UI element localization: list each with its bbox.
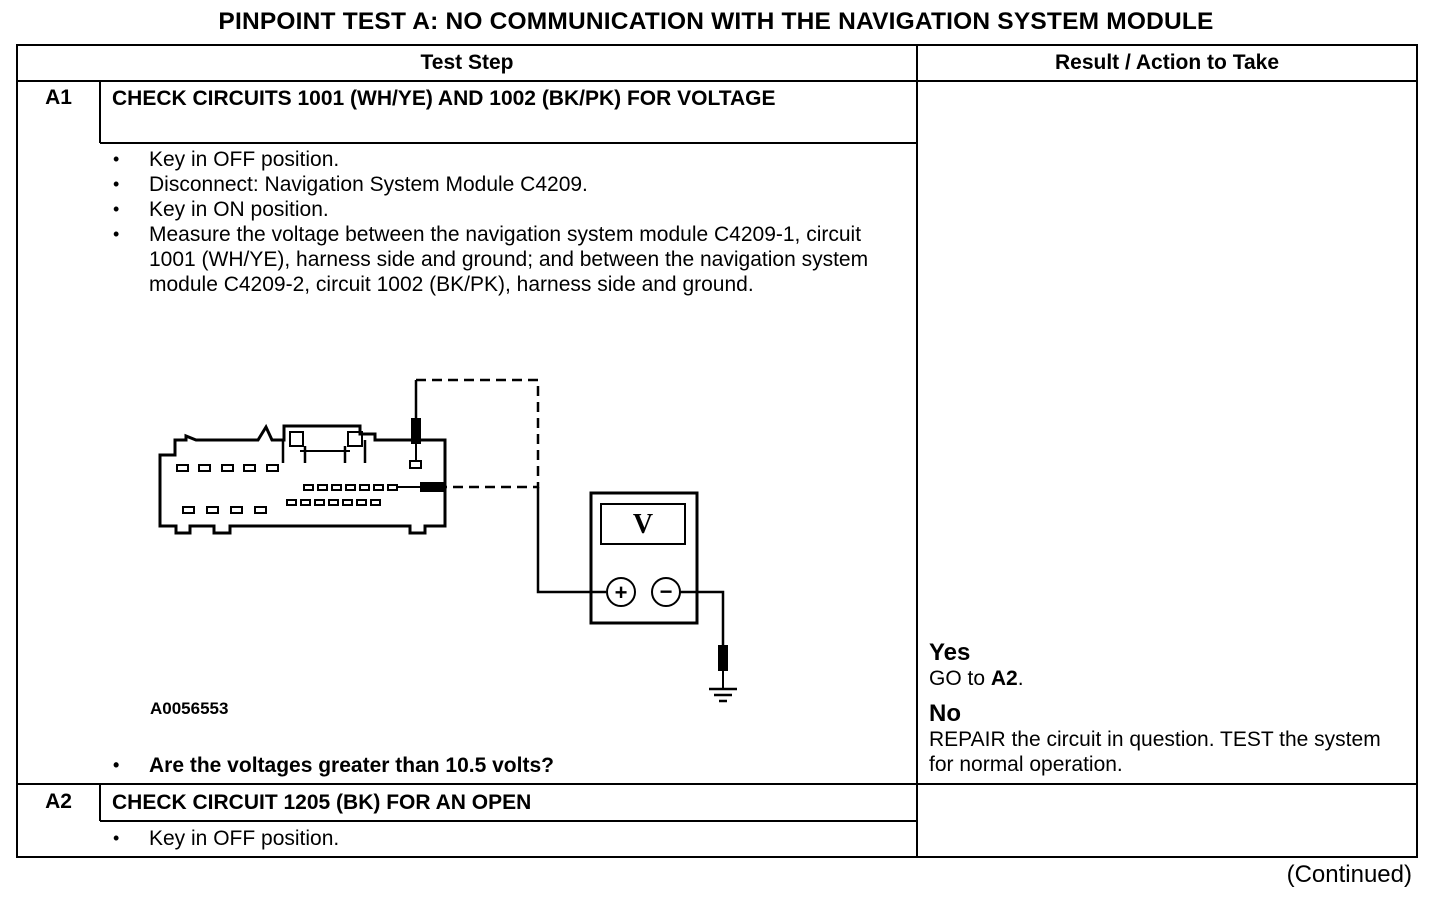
- step-title-a2: CHECK CIRCUIT 1205 (BK) FOR AN OPEN: [112, 791, 532, 814]
- ground-probe: [718, 645, 728, 688]
- connector-pins: [176, 460, 422, 514]
- result-yes-target: A2: [990, 667, 1018, 690]
- ground-icon: [709, 687, 737, 703]
- result-no-action: REPAIR the circuit in question. TEST the…: [929, 728, 1381, 776]
- list-item: Key in OFF position.: [113, 147, 873, 172]
- result-yes-period: .: [1017, 667, 1024, 690]
- step-id-a1: A1: [45, 86, 72, 109]
- step-id-a2: A2: [45, 790, 72, 813]
- list-item: Key in ON position.: [113, 197, 873, 222]
- result-yes-action: GO to A2.: [929, 666, 1409, 691]
- meter-minus-terminal: −: [660, 579, 673, 604]
- meter-plus-terminal: +: [615, 580, 628, 605]
- header-test-step: Test Step: [420, 51, 514, 74]
- result-no-label: No: [929, 700, 961, 727]
- voltmeter-display-label: V: [633, 509, 653, 540]
- test-probe-1: [411, 380, 421, 460]
- list-item: Are the voltages greater than 10.5 volts…: [113, 753, 873, 778]
- positive-lead: [536, 487, 606, 594]
- step-a1-question: Are the voltages greater than 10.5 volts…: [113, 753, 873, 778]
- connector-c4209: [158, 423, 447, 535]
- list-item: Measure the voltage between the navigati…: [113, 222, 873, 297]
- list-item: Key in OFF position.: [113, 826, 873, 851]
- result-a1: Yes GO to A2. No REPAIR the circuit in q…: [929, 640, 1409, 777]
- negative-lead: [680, 590, 725, 645]
- step-a1-instructions: Key in OFF position. Disconnect: Navigat…: [113, 147, 873, 297]
- figure-id: A0056553: [150, 699, 229, 718]
- continued-label: (Continued): [1286, 861, 1412, 888]
- result-yes-label: Yes: [929, 639, 971, 666]
- page-title: PINPOINT TEST A: NO COMMUNICATION WITH T…: [218, 8, 1214, 35]
- list-item: Disconnect: Navigation System Module C42…: [113, 172, 873, 197]
- step-title-a1: CHECK CIRCUITS 1001 (WH/YE) AND 1002 (BK…: [112, 87, 776, 110]
- voltmeter: [589, 491, 699, 625]
- dashed-alternate-lead: [416, 378, 540, 489]
- step-a2-instructions: Key in OFF position.: [113, 826, 873, 851]
- header-result-action: Result / Action to Take: [1054, 51, 1280, 74]
- test-probe-2: [398, 482, 444, 492]
- result-yes-text: GO to: [929, 667, 991, 690]
